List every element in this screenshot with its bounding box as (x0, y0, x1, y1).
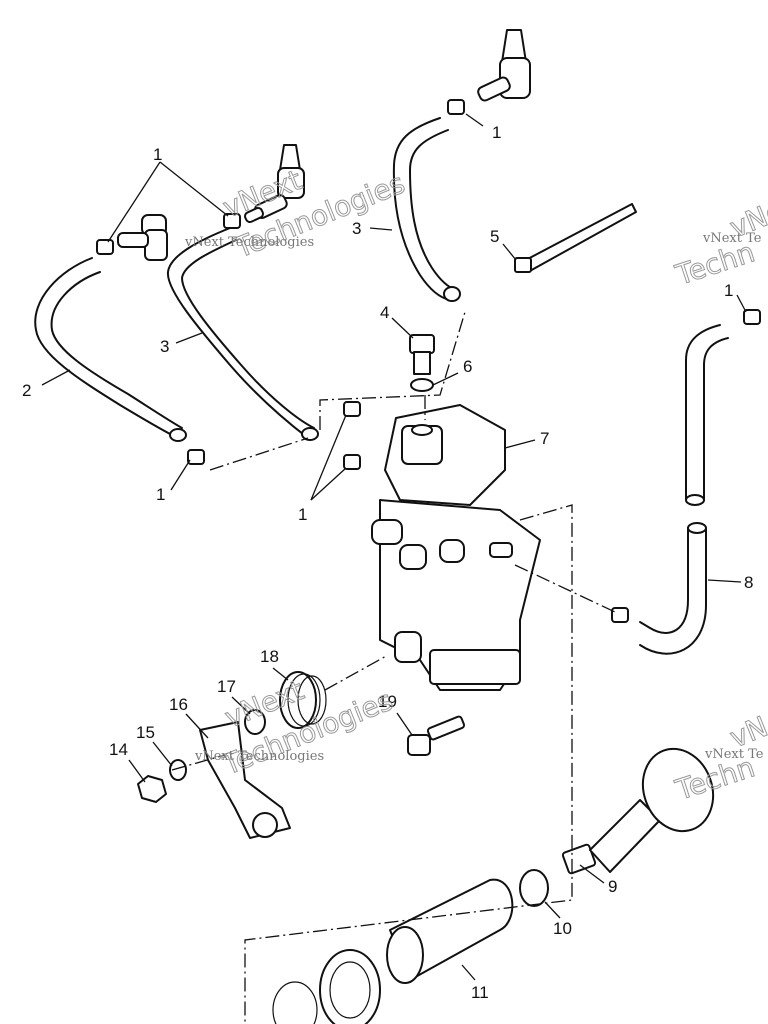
washer-15 (169, 759, 187, 781)
cable-tie (514, 203, 637, 273)
callout-19: 19 (378, 692, 397, 711)
bushing-11 (386, 878, 514, 984)
callout-labels: 1 1 1 1 1 2 3 3 4 5 6 7 8 9 10 11 14 15 … (22, 123, 753, 1002)
callout-3-left: 3 (160, 337, 169, 356)
assembly-lines (171, 311, 616, 1024)
callout-4: 4 (380, 303, 389, 322)
fitting-elbow-left (244, 144, 305, 224)
callout-5: 5 (490, 227, 499, 246)
hose-8 (639, 522, 707, 655)
watermark-small-2: vNext Technologies (194, 749, 324, 764)
callout-14: 14 (109, 740, 128, 759)
nut-14 (137, 775, 167, 803)
washer-10 (519, 869, 549, 907)
oil-pump (371, 404, 541, 691)
callout-7: 7 (540, 429, 549, 448)
callout-8: 8 (744, 573, 753, 592)
lever-16 (199, 721, 291, 839)
hose-2 (34, 257, 187, 442)
callout-10: 10 (553, 919, 572, 938)
callout-17: 17 (217, 677, 236, 696)
drive-gear-9 (561, 747, 715, 875)
hose-right-upper (685, 324, 729, 506)
watermark-edge-small-2: vNext Te (704, 747, 764, 762)
callout-1-right: 1 (724, 281, 733, 300)
callout-6: 6 (463, 357, 472, 376)
callout-11: 11 (471, 983, 489, 1002)
washer-17 (244, 709, 266, 735)
bolt-19 (407, 715, 466, 756)
fitting-elbow-top (477, 29, 531, 102)
spring-18 (279, 671, 327, 729)
callout-2: 2 (22, 381, 31, 400)
leader-lines (41, 113, 747, 981)
callout-1-top-center: 1 (492, 123, 501, 142)
callout-3-top: 3 (352, 219, 361, 238)
hose-3-top (392, 117, 461, 302)
clamps (96, 99, 761, 623)
bolt-4 (409, 334, 435, 392)
hose-3-left (166, 227, 319, 441)
watermark-small-1: vNext Technologies (184, 235, 314, 250)
callout-15: 15 (136, 723, 155, 742)
fitting-t-left (117, 214, 168, 261)
seal (272, 949, 381, 1024)
callout-1-lower-left: 1 (156, 485, 165, 504)
callout-9: 9 (608, 877, 617, 896)
callout-18: 18 (260, 647, 279, 666)
watermark-edge-small-1: vNext Te (702, 231, 762, 246)
callout-16: 16 (169, 695, 188, 714)
callout-1-top-left: 1 (153, 145, 162, 164)
callout-1-pump-left: 1 (298, 505, 307, 524)
